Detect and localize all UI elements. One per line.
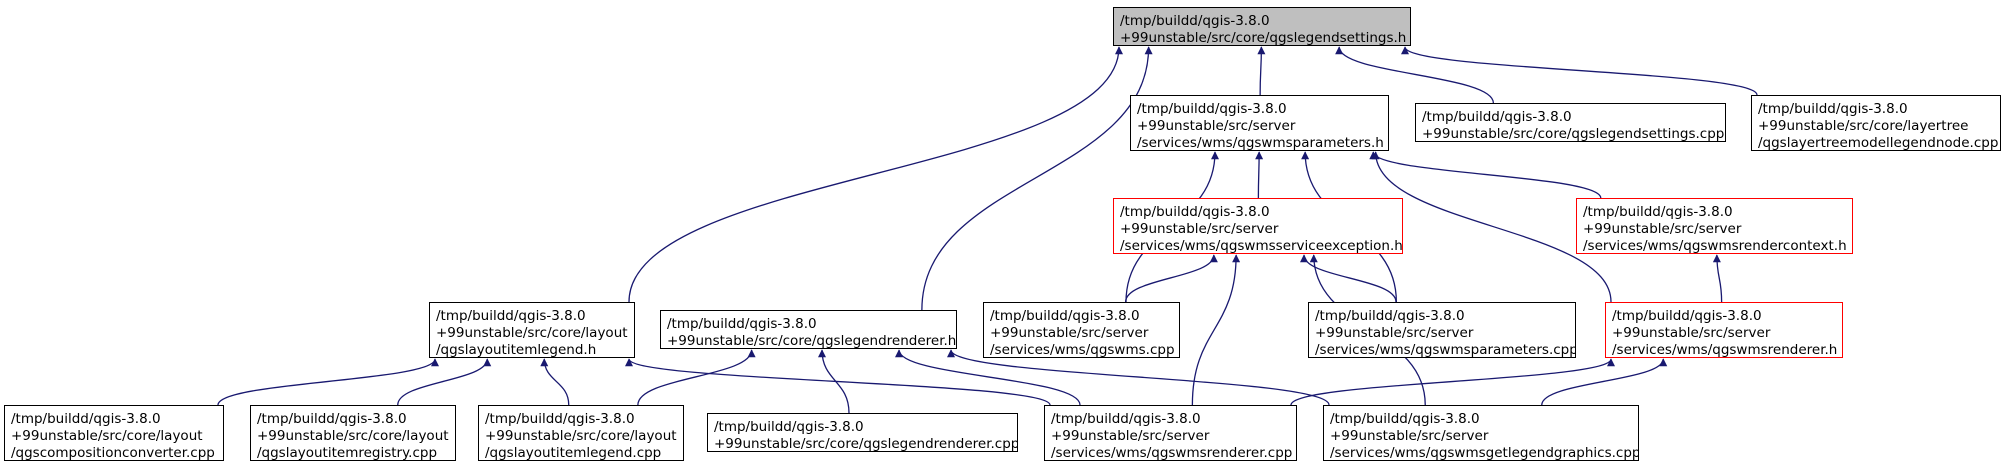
edge-legendsettings-cpp-to-root <box>1335 46 1495 104</box>
graph-node-layertreemodellegendnode-cpp[interactable]: /tmp/buildd/qgis-3.8.0+99unstable/src/co… <box>1751 95 2001 151</box>
edge-wmsrenderer-cpp-to-layoutitemlegend-h <box>625 358 1051 406</box>
node-label-line: +99unstable/src/core/layout <box>257 428 449 444</box>
edge-wmsgetlegendgraphics-cpp-to-wmsrenderer-h <box>1541 358 1668 406</box>
edge-layoutitemlegend-cpp-to-legendrenderer-h <box>637 349 756 406</box>
node-label-line: +99unstable/src/core/qgslegendsettings.h <box>1120 30 1407 46</box>
node-label-line: /services/wms/qgswmsparameters.cpp <box>1315 342 1576 358</box>
graph-node-wmsgetlegendgraphics-cpp[interactable]: /tmp/buildd/qgis-3.8.0+99unstable/src/se… <box>1323 405 1639 461</box>
node-label-line: /qgslayoutitemlegend.h <box>436 342 597 358</box>
node-label-line: +99unstable/src/core/layertree <box>1758 118 1969 134</box>
edge-layoutitemlegend-h-to-root <box>628 46 1123 303</box>
node-label-line: /tmp/buildd/qgis-3.8.0 <box>11 411 161 427</box>
node-label-line: /tmp/buildd/qgis-3.8.0 <box>1330 411 1480 427</box>
graph-node-wmsrendercontext-h[interactable]: /tmp/buildd/qgis-3.8.0+99unstable/src/se… <box>1576 198 1853 254</box>
node-label-line: /tmp/buildd/qgis-3.8.0 <box>1051 411 1201 427</box>
node-label-line: +99unstable/src/server <box>1120 221 1279 237</box>
node-label-line: +99unstable/src/server <box>1612 325 1771 341</box>
node-label-line: /tmp/buildd/qgis-3.8.0 <box>1583 204 1733 220</box>
node-label-line: /tmp/buildd/qgis-3.8.0 <box>1758 101 1908 117</box>
node-label-line: /tmp/buildd/qgis-3.8.0 <box>1315 308 1465 324</box>
node-label-line: /tmp/buildd/qgis-3.8.0 <box>257 411 407 427</box>
node-label-line: +99unstable/src/server <box>1137 118 1296 134</box>
edge-layertreemodellegendnode-cpp-to-root <box>1401 46 1758 96</box>
node-label-line: /qgslayoutitemregistry.cpp <box>257 445 438 461</box>
edge-legendrenderer-cpp-to-legendrenderer-h <box>818 349 850 414</box>
node-label-line: +99unstable/src/server <box>1330 428 1489 444</box>
node-label-line: /tmp/buildd/qgis-3.8.0 <box>714 419 864 435</box>
node-label-line: /services/wms/qgswmsrenderer.cpp <box>1051 445 1293 461</box>
node-label-line: +99unstable/src/server <box>990 325 1149 341</box>
node-label-line: +99unstable/src/server <box>1583 221 1742 237</box>
edge-legendrenderer-h-to-root <box>921 46 1153 311</box>
graph-node-legendrenderer-h[interactable]: /tmp/buildd/qgis-3.8.0+99unstable/src/co… <box>660 310 957 349</box>
graph-node-wmsrenderer-h[interactable]: /tmp/buildd/qgis-3.8.0+99unstable/src/se… <box>1605 302 1843 358</box>
edge-compositionconverter-cpp-to-layoutitemlegend-h <box>217 358 439 406</box>
edge-wmsgetlegendgraphics-cpp-to-legendrenderer-h <box>947 349 1330 406</box>
node-label-line: +99unstable/src/core/layout <box>436 325 628 341</box>
node-label-line: /services/wms/qgswmsgetlegendgraphics.cp… <box>1330 445 1639 461</box>
node-label-line: +99unstable/src/core/qgslegendsettings.c… <box>1422 126 1725 142</box>
edge-layoutitemlegend-cpp-to-layoutitemlegend-h <box>540 358 570 406</box>
edge-wmsrenderer-h-to-wmsrendercontext-h <box>1712 254 1723 303</box>
node-label-line: /tmp/buildd/qgis-3.8.0 <box>485 411 635 427</box>
node-label-line: +99unstable/src/server <box>1315 325 1474 341</box>
node-label-line: /qgslayertreemodellegendnode.cpp <box>1758 135 1999 151</box>
node-label-line: /services/wms/qgswmsparameters.h <box>1137 135 1384 151</box>
graph-node-layoutitemlegend-h[interactable]: /tmp/buildd/qgis-3.8.0+99unstable/src/co… <box>429 302 635 358</box>
node-label-line: /tmp/buildd/qgis-3.8.0 <box>990 308 1140 324</box>
node-label-line: /qgslayoutitemlegend.cpp <box>485 445 662 461</box>
edge-layoutitemregistry-cpp-to-layoutitemlegend-h <box>397 358 492 406</box>
graph-node-layoutitemlegend-cpp[interactable]: /tmp/buildd/qgis-3.8.0+99unstable/src/co… <box>478 405 684 461</box>
node-label-line: /services/wms/qgswmsserviceexception.h <box>1120 238 1403 254</box>
node-label-line: /tmp/buildd/qgis-3.8.0 <box>1422 109 1572 125</box>
edge-wms-cpp-to-wmsserviceexception-h <box>1124 254 1218 303</box>
edge-wmsrenderer-cpp-to-legendrenderer-h <box>895 349 1081 406</box>
node-label-line: +99unstable/src/core/qgslegendrenderer.h <box>667 333 957 349</box>
edge-wmsparameters-h-to-root <box>1257 46 1266 96</box>
graph-node-compositionconverter-cpp[interactable]: /tmp/buildd/qgis-3.8.0+99unstable/src/co… <box>4 405 224 461</box>
node-label-line: /tmp/buildd/qgis-3.8.0 <box>1120 204 1270 220</box>
graph-node-layoutitemregistry-cpp[interactable]: /tmp/buildd/qgis-3.8.0+99unstable/src/co… <box>250 405 456 461</box>
node-label-line: /tmp/buildd/qgis-3.8.0 <box>1612 308 1762 324</box>
edge-wmsrenderer-h-to-wmsparameters-h <box>1371 151 1612 303</box>
node-label-line: +99unstable/src/server <box>1051 428 1210 444</box>
node-label-line: +99unstable/src/core/layout <box>11 428 203 444</box>
graph-node-wmsrenderer-cpp[interactable]: /tmp/buildd/qgis-3.8.0+99unstable/src/se… <box>1044 405 1297 461</box>
node-label-line: +99unstable/src/core/layout <box>485 428 677 444</box>
node-label-line: /services/wms/qgswms.cpp <box>990 342 1175 358</box>
graph-node-root: /tmp/buildd/qgis-3.8.0+99unstable/src/co… <box>1113 7 1411 46</box>
node-label-line: /services/wms/qgswmsrenderer.h <box>1612 342 1838 358</box>
graph-node-wms-cpp[interactable]: /tmp/buildd/qgis-3.8.0+99unstable/src/se… <box>983 302 1180 358</box>
node-label-line: +99unstable/src/core/qgslegendrenderer.c… <box>714 436 1018 452</box>
node-label-line: /tmp/buildd/qgis-3.8.0 <box>667 316 817 332</box>
graph-node-legendsettings-cpp[interactable]: /tmp/buildd/qgis-3.8.0+99unstable/src/co… <box>1415 103 1726 142</box>
edge-wmsrenderer-cpp-to-wmsrenderer-h <box>1290 358 1615 406</box>
edge-wmsserviceexception-h-to-wmsparameters-h <box>1255 151 1264 199</box>
node-label-line: /tmp/buildd/qgis-3.8.0 <box>436 308 586 324</box>
graph-node-legendrenderer-cpp[interactable]: /tmp/buildd/qgis-3.8.0+99unstable/src/co… <box>707 413 1018 452</box>
node-label-line: /tmp/buildd/qgis-3.8.0 <box>1120 13 1270 29</box>
edge-wmsparameters-cpp-to-wmsserviceexception-h <box>1300 254 1397 303</box>
graph-node-wmsserviceexception-h[interactable]: /tmp/buildd/qgis-3.8.0+99unstable/src/se… <box>1113 198 1403 254</box>
graph-node-wmsparameters-cpp[interactable]: /tmp/buildd/qgis-3.8.0+99unstable/src/se… <box>1308 302 1576 358</box>
edge-wmsrendercontext-h-to-wmsparameters-h <box>1369 151 1602 199</box>
node-label-line: /tmp/buildd/qgis-3.8.0 <box>1137 101 1287 117</box>
node-label-line: /services/wms/qgswmsrendercontext.h <box>1583 238 1847 254</box>
node-label-line: /qgscompositionconverter.cpp <box>11 445 215 461</box>
graph-node-wmsparameters-h[interactable]: /tmp/buildd/qgis-3.8.0+99unstable/src/se… <box>1130 95 1389 151</box>
